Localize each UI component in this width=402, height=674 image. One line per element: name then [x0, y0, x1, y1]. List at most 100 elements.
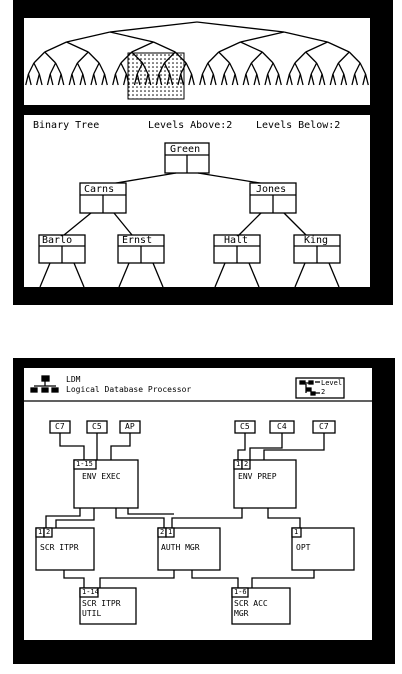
overview-edge	[136, 73, 141, 86]
opt-tag: 1	[294, 528, 299, 536]
box-c4[interactable]: C4	[277, 422, 287, 431]
overview-edge	[57, 73, 62, 86]
overview-edge	[163, 62, 171, 75]
env-exec-label[interactable]: ENV EXEC	[82, 472, 121, 481]
overview-edge	[245, 73, 250, 86]
overview-edge	[133, 73, 138, 86]
overview-edge	[33, 51, 46, 64]
scr-itpr-util-tag: 1-14	[82, 588, 99, 596]
overview-edge	[256, 73, 261, 86]
overview-edge	[286, 73, 291, 86]
overview-edge	[109, 21, 198, 33]
overview-edge	[38, 73, 43, 86]
scr-itpr-label[interactable]: SCR ITPR	[40, 543, 79, 552]
ldm-diagram	[24, 375, 372, 625]
overview-edge	[82, 73, 87, 86]
node-green[interactable]: Green	[170, 144, 201, 155]
overview-edge	[218, 41, 241, 53]
overview-edge	[294, 51, 307, 64]
overview-edge	[364, 73, 369, 86]
tree-detail-diagram	[38, 142, 341, 287]
overview-edge	[201, 73, 206, 86]
tree-detail-panel: Binary Tree Levels Above:2 Levels Below:…	[24, 115, 370, 287]
box-ap[interactable]: AP	[125, 422, 135, 431]
box-c7-left[interactable]: C7	[55, 422, 65, 431]
node-halt[interactable]: Halt	[224, 235, 249, 246]
overview-edge	[147, 73, 152, 86]
box-c5-left[interactable]: C5	[92, 422, 102, 431]
overview-edge	[44, 41, 67, 53]
overview-edge	[359, 62, 367, 75]
opt-label[interactable]: OPT	[296, 543, 311, 552]
node-jones[interactable]: Jones	[256, 184, 287, 195]
overview-edge	[190, 73, 195, 86]
overview-edge	[305, 51, 318, 64]
overview-edge	[261, 51, 274, 64]
overview-edge	[46, 73, 51, 86]
overview-edge	[337, 51, 350, 64]
overview-edge	[275, 73, 280, 86]
overview-edge	[223, 62, 231, 75]
overview-edge	[299, 73, 304, 86]
overview-edge	[267, 73, 272, 86]
overview-edge	[35, 73, 40, 86]
overview-edge	[163, 51, 176, 64]
node-barlo[interactable]: Barlo	[42, 235, 73, 246]
overview-edge	[180, 73, 185, 86]
overview-edge	[166, 73, 171, 86]
overview-edge	[318, 73, 323, 86]
scr-itpr-tag2: 2	[46, 528, 51, 536]
overview-edge	[98, 62, 106, 75]
overview-edge	[185, 62, 193, 75]
app-code: LDM	[66, 375, 81, 384]
env-prep-tag2: 2	[244, 460, 249, 468]
node-king[interactable]: King	[304, 235, 329, 246]
overview-edge	[207, 62, 214, 75]
overview-edge	[49, 62, 57, 75]
overview-edge	[296, 73, 301, 86]
overview-edge	[71, 62, 78, 75]
overview-edge	[277, 73, 282, 86]
overview-edge	[131, 41, 154, 53]
overview-edge	[90, 73, 95, 86]
auth-mgr-tag1: 2	[160, 528, 165, 536]
overview-edge	[283, 31, 328, 43]
auth-mgr-tag2: 1	[168, 528, 173, 536]
auth-mgr-label[interactable]: AUTH MGR	[161, 543, 200, 552]
overview-edge	[66, 31, 111, 43]
overview-edge	[354, 62, 361, 75]
overview-edge	[354, 73, 359, 86]
levels-above-readout: Levels Above:2	[148, 120, 233, 131]
overview-edge	[218, 51, 231, 64]
overview-edge	[329, 73, 334, 86]
node-ernst[interactable]: Ernst	[122, 235, 153, 246]
scr-acc-mgr-line1[interactable]: SCR ACC	[234, 599, 268, 608]
scr-itpr-util-line1[interactable]: SCR ITPR	[82, 599, 121, 608]
overview-edge	[264, 73, 269, 86]
overview-edge	[27, 62, 35, 75]
node-carns[interactable]: Carns	[84, 184, 115, 195]
overview-edge	[188, 73, 193, 86]
overview-edge	[79, 73, 84, 86]
ldm-panel: LDM Logical Database Processor Level 2 C…	[24, 368, 372, 640]
overview-edge	[343, 73, 348, 86]
overview-edge	[196, 21, 285, 33]
overview-edge	[114, 73, 119, 86]
overview-edge	[220, 73, 225, 86]
overview-edge	[229, 62, 236, 75]
box-c7-right[interactable]: C7	[319, 422, 329, 431]
scr-acc-mgr-line2[interactable]: MGR	[234, 609, 249, 618]
overview-edge	[332, 73, 337, 86]
overview-edge	[136, 62, 144, 75]
tree-overview-map[interactable]	[24, 18, 370, 105]
overview-edge	[240, 41, 263, 53]
overview-edge	[288, 62, 296, 75]
box-c5-right[interactable]: C5	[240, 422, 250, 431]
env-prep-label[interactable]: ENV PREP	[238, 472, 277, 481]
overview-edge	[66, 41, 89, 53]
overview-edge	[242, 73, 247, 86]
overview-edge	[120, 62, 127, 75]
overview-edge	[87, 51, 100, 64]
overview-edge	[76, 62, 84, 75]
scr-itpr-util-line2[interactable]: UTIL	[82, 609, 102, 618]
